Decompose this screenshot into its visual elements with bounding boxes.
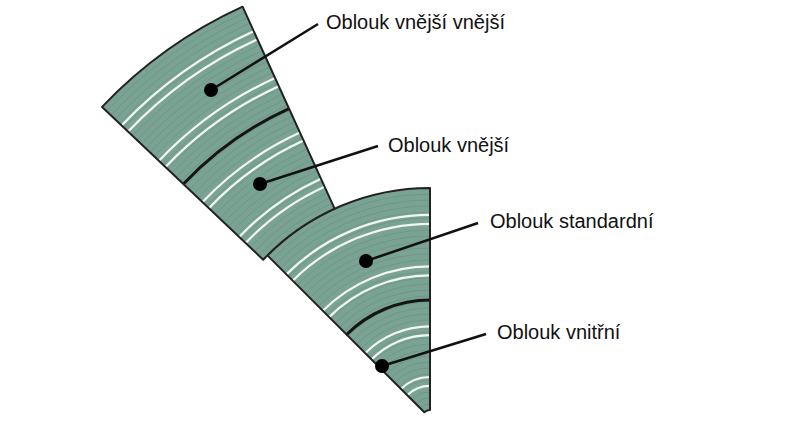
texture-line	[407, 386, 430, 395]
track-line	[372, 335, 431, 359]
leader-line	[260, 146, 378, 184]
arc-outline	[102, 7, 335, 260]
track-line	[365, 326, 430, 353]
marker-dot	[359, 254, 373, 268]
texture-line	[310, 248, 430, 298]
marker-dot	[253, 177, 267, 191]
track-line	[128, 39, 257, 131]
track-line	[159, 78, 275, 161]
texture-line	[176, 100, 285, 178]
track-line	[166, 86, 279, 167]
texture-line	[128, 40, 257, 132]
leader-line	[382, 334, 486, 366]
arc-divider	[347, 300, 430, 335]
arc-divider	[183, 109, 289, 184]
part-label: Oblouk standardní	[490, 209, 653, 233]
track-line	[407, 386, 430, 395]
texture-line	[390, 362, 430, 378]
texture-line	[202, 132, 300, 202]
texture-line	[416, 398, 430, 404]
texture-line	[211, 143, 305, 210]
track-line	[203, 133, 301, 203]
arc-piece	[102, 7, 335, 260]
track-line	[401, 377, 430, 389]
track-line	[239, 179, 321, 237]
leader-line	[211, 24, 318, 90]
texture-line	[420, 404, 430, 408]
texture-line	[185, 110, 290, 185]
track-line	[323, 266, 430, 310]
marker-dot	[375, 359, 389, 373]
texture-line	[412, 392, 430, 400]
part-label: Oblouk vnitřní	[497, 320, 620, 344]
texture-line	[133, 45, 260, 136]
track-line	[122, 31, 254, 125]
part-label: Oblouk vnější vnější	[326, 10, 505, 34]
texture-line	[124, 34, 255, 128]
texture-line	[259, 203, 332, 255]
texture-line	[323, 266, 431, 311]
part-label: Oblouk vnější	[388, 133, 509, 157]
marker-dot	[204, 83, 218, 97]
leader-line	[366, 223, 478, 261]
texture-line	[111, 18, 248, 116]
texture-line	[107, 12, 246, 111]
track-line	[246, 187, 325, 243]
